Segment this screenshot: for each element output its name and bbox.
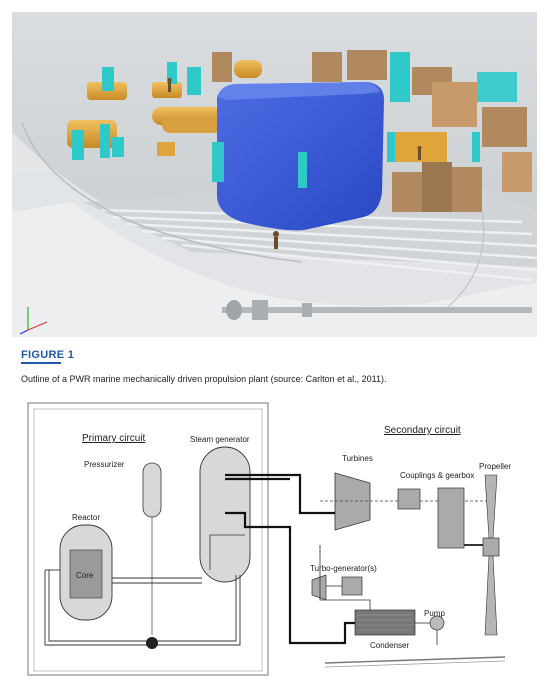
reactor-label: Reactor xyxy=(72,513,100,522)
feed-pump xyxy=(429,615,445,631)
figure-label: FIGURE 1 xyxy=(21,349,75,361)
couplings-gearbox-label: Couplings & gearbox xyxy=(400,471,474,480)
figure-caption: Outline of a PWR marine mechanically dri… xyxy=(21,374,387,384)
propeller-label: Propeller xyxy=(479,462,511,471)
pressurizer xyxy=(142,462,162,518)
primary-pump xyxy=(146,637,158,649)
turbines-label: Turbines xyxy=(342,454,373,463)
gearbox xyxy=(437,487,465,549)
propeller-blade-top xyxy=(484,474,498,539)
condenser-label: Condenser xyxy=(370,641,409,650)
pwr-propulsion-schematic: Primary circuit Steam generator Pressuri… xyxy=(27,402,511,676)
ship-machinery-render xyxy=(12,12,537,337)
secondary-circuit-label: Secondary circuit xyxy=(384,425,461,436)
primary-circuit-label: Primary circuit xyxy=(82,433,146,444)
primary-circuit-boundary xyxy=(27,402,269,676)
core-label: Core xyxy=(76,571,94,580)
figure-label-underline xyxy=(21,362,61,364)
pressurizer-label: Pressurizer xyxy=(84,460,125,469)
turbo-generator-turbine xyxy=(311,574,327,601)
turbo-generator-box xyxy=(341,576,363,596)
turbo-generator-label: Turbo-generator(s) xyxy=(310,564,377,573)
turbine xyxy=(334,472,371,531)
propeller-blade-bottom xyxy=(484,555,498,636)
steam-generator xyxy=(199,446,251,583)
steam-generator-label: Steam generator xyxy=(190,435,250,444)
pump-label: Pump xyxy=(424,609,445,618)
reactor-core xyxy=(69,549,103,599)
propeller-hub xyxy=(482,537,500,557)
condenser xyxy=(354,609,416,636)
coupling-box xyxy=(397,488,421,510)
